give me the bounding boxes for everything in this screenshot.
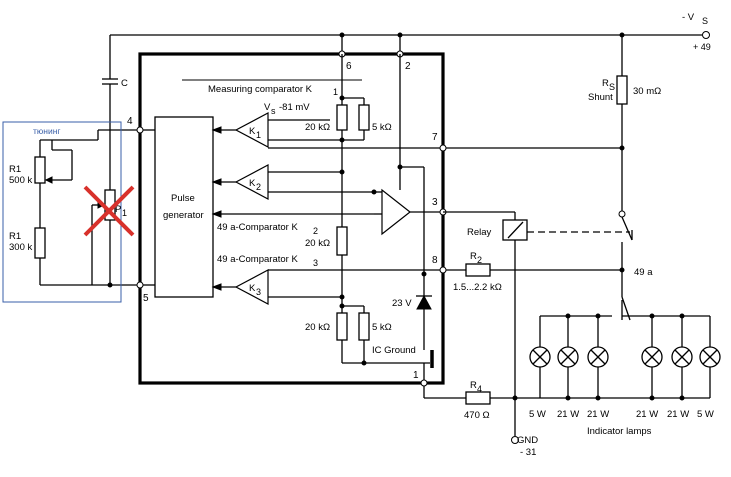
r4-value: 470 Ω	[464, 410, 490, 421]
measuring-comparator-sub: 1	[333, 87, 338, 97]
pulse-generator-label-1: Pulse	[171, 193, 195, 204]
resistor-20k-mid	[336, 226, 348, 256]
lamp-1	[529, 316, 551, 398]
k3-sub: 3	[256, 287, 261, 297]
r4-sub: 4	[477, 384, 482, 394]
pin-2-label: 2	[405, 61, 411, 72]
supply-sub: S	[702, 16, 708, 26]
lamp-4	[641, 316, 663, 398]
r1-bottom-value: 300 k	[9, 242, 32, 253]
resistor-5k-top	[358, 104, 370, 131]
lamp-6	[699, 316, 721, 398]
pin-5-label: 5	[143, 293, 149, 304]
comparator-k3-caption: 49 a-Comparator K	[217, 254, 298, 265]
gnd-label-1: GND	[517, 435, 538, 446]
ic-ground-label: IC Ground	[372, 345, 416, 356]
capacitor-label: C	[121, 78, 128, 89]
pin-3-label: 3	[432, 197, 438, 208]
comparator-k2-caption-sub: 2	[313, 226, 318, 236]
p1-trimmer	[91, 189, 116, 288]
pin-4-label: 4	[127, 116, 133, 127]
lamp-wattage-1: 5 W	[529, 409, 546, 420]
shunt-value: 30 mΩ	[633, 86, 661, 97]
res-5k-1-label: 5 kΩ	[372, 122, 392, 133]
resistor-20k-bottom	[336, 312, 348, 341]
lamp-wattage-4: 21 W	[636, 409, 658, 420]
comparator-k3	[234, 269, 269, 305]
p1-label: P	[115, 204, 121, 215]
lamp-wattage-6: 5 W	[697, 409, 714, 420]
comparator-k3-caption-sub: 3	[313, 258, 318, 268]
r4-ref: R	[470, 380, 477, 391]
vs-sub: s	[271, 106, 276, 116]
cross-out-mark	[83, 185, 135, 237]
tuning-box	[2, 121, 122, 303]
pulse-generator-label-2: generator	[163, 210, 204, 221]
r1-fixed-resistor	[34, 227, 46, 285]
k1-label: K	[249, 126, 256, 137]
r1-bottom-ref: R1	[9, 231, 21, 242]
lamp-5	[671, 316, 693, 398]
supply-rail	[110, 31, 710, 39]
lamp-wattage-5: 21 W	[667, 409, 689, 420]
pulse-generator-block	[154, 116, 214, 298]
resistor-20k-top	[336, 104, 348, 131]
lamp-2	[557, 316, 579, 398]
pin-7-label: 7	[432, 132, 438, 143]
comparator-k1	[234, 112, 269, 148]
tuning-title: тюнинг	[33, 126, 61, 136]
resistor-5k-bottom	[358, 312, 370, 341]
res-20k-3-label: 20 kΩ	[305, 322, 330, 333]
k1-sub: 1	[256, 130, 261, 140]
res-20k-1-label: 20 kΩ	[305, 122, 330, 133]
vs-label: V	[264, 102, 271, 113]
supply-terminal: + 49	[693, 42, 711, 52]
lamp-wattage-2: 21 W	[557, 409, 579, 420]
p1-sub: 1	[122, 208, 127, 218]
lamp-3	[587, 316, 609, 398]
r2-value: 1.5...2.2 kΩ	[453, 282, 502, 293]
k2-sub: 2	[256, 182, 261, 192]
res-20k-2-label: 20 kΩ	[305, 238, 330, 249]
shunt-ref: R	[602, 78, 609, 89]
comparator-k2-caption: 49 a-Comparator K	[217, 222, 298, 233]
supply-label: - V	[682, 12, 695, 23]
comparator-k2	[234, 164, 269, 200]
k3-label: K	[249, 283, 256, 294]
resistor-r2	[465, 263, 491, 277]
r1-top-ref: R1	[9, 164, 21, 175]
vs-value: -81 mV	[279, 102, 310, 113]
gnd-label-2: - 31	[520, 447, 536, 458]
res-5k-2-label: 5 kΩ	[372, 322, 392, 333]
measuring-comparator-label: Measuring comparator K	[208, 84, 313, 95]
zener-label: 23 V	[392, 298, 412, 309]
lamp-wattage-3: 21 W	[587, 409, 609, 420]
r2-sub: 2	[477, 255, 482, 265]
zener-diode	[416, 294, 432, 310]
k2-label: K	[249, 178, 256, 189]
r1-top-value: 500 k	[9, 175, 32, 186]
pin-6-label: 6	[346, 61, 352, 72]
r2-ref: R	[470, 251, 477, 262]
shunt-ref-sub: S	[609, 82, 615, 92]
output-driver	[381, 188, 411, 236]
shunt-name: Shunt	[588, 92, 613, 103]
pin-8-label: 8	[432, 255, 438, 266]
indicator-lamps-caption: Indicator lamps	[587, 426, 652, 437]
terminal-49a-label: 49 a	[634, 267, 653, 278]
pin-1-label: 1	[413, 370, 419, 381]
relay-label: Relay	[467, 227, 492, 238]
r1-potentiometer	[34, 130, 99, 228]
shunt-resistor	[616, 35, 628, 214]
ic-package	[138, 52, 445, 385]
capacitor-c	[102, 35, 118, 207]
